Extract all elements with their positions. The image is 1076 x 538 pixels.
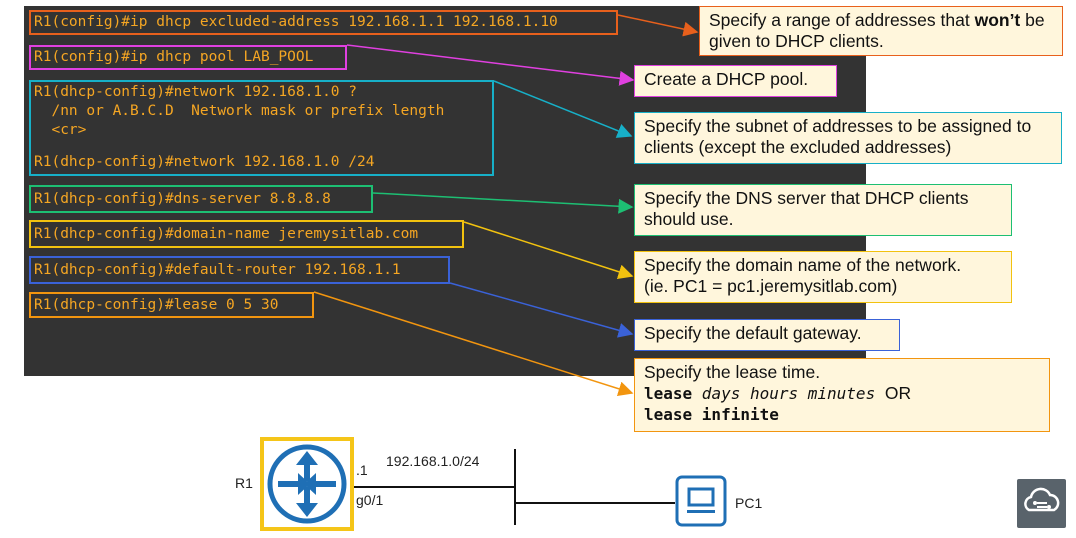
cmd-box-domain — [29, 220, 464, 248]
note-excluded: Specify a range of addresses that won’t … — [699, 6, 1063, 56]
note-lease: Specify the lease time. lease days hours… — [634, 358, 1050, 432]
note-excluded-text-end: be given to DHCP clients. — [709, 10, 1045, 51]
arrow-excluded — [617, 14, 699, 37]
cmd-excluded-address: R1(config)#ip dhcp excluded-address 192.… — [34, 14, 558, 30]
note-lease-args: days hours minutes — [692, 384, 876, 403]
cmd-network: R1(dhcp-config)#network 192.168.1.0 /24 — [34, 154, 375, 170]
arrow-dns — [372, 192, 634, 214]
note-lease-infinite: lease infinite — [644, 405, 779, 424]
cmd-dns-server: R1(dhcp-config)#dns-server 8.8.8.8 — [34, 191, 331, 207]
cmd-help-line-2: <cr> — [34, 122, 87, 138]
router-r1 — [260, 437, 354, 531]
cmd-box-lease — [29, 292, 314, 318]
pc-label: PC1 — [735, 495, 763, 511]
cmd-box-dns — [29, 185, 373, 213]
cmd-lease: R1(dhcp-config)#lease 0 5 30 — [34, 297, 279, 313]
cmd-box-excluded — [29, 10, 618, 35]
cmd-default-router: R1(dhcp-config)#default-router 192.168.1… — [34, 262, 401, 278]
note-router-text: Specify the default gateway. — [644, 323, 862, 343]
router-label: R1 — [235, 475, 253, 491]
arrow-pool — [346, 44, 635, 86]
note-excluded-bold: won’t — [974, 10, 1021, 30]
note-dns: Specify the DNS server that DHCP clients… — [634, 184, 1012, 236]
pc-icon — [675, 475, 727, 527]
note-router: Specify the default gateway. — [634, 319, 900, 351]
note-pool: Create a DHCP pool. — [634, 65, 837, 97]
note-excluded-text: Specify a range of addresses that — [709, 10, 975, 30]
note-network: Specify the subnet of addresses to be as… — [634, 112, 1062, 164]
subnet-label: 192.168.1.0/24 — [386, 453, 480, 469]
note-domain: Specify the domain name of the network. … — [634, 251, 1012, 303]
cmd-box-network — [29, 80, 494, 176]
note-lease-syntax: lease days hours minutes OR — [644, 383, 1040, 404]
note-lease-cmd: lease — [644, 384, 693, 403]
cmd-dhcp-pool: R1(config)#ip dhcp pool LAB_POOL — [34, 49, 314, 65]
cmd-box-router — [29, 256, 450, 284]
note-lease-line-1: Specify the lease time. — [644, 362, 821, 382]
arrow-router — [449, 282, 634, 338]
note-domain-line-2: (ie. PC1 = pc1.jeremysitlab.com) — [644, 276, 898, 296]
cmd-box-pool — [29, 45, 347, 70]
pc1-device — [675, 475, 727, 527]
note-pool-text: Create a DHCP pool. — [644, 69, 809, 89]
cmd-network-help: R1(dhcp-config)#network 192.168.1.0 ? — [34, 84, 358, 100]
note-network-text: Specify the subnet of addresses to be as… — [644, 116, 1032, 157]
arrow-network — [493, 80, 633, 138]
cmd-domain-name: R1(dhcp-config)#domain-name jeremysitlab… — [34, 226, 419, 242]
cloud-circuit-logo-icon — [1024, 487, 1060, 512]
note-domain-line-1: Specify the domain name of the network. — [644, 255, 962, 275]
cmd-help-line-1: /nn or A.B.C.D Network mask or prefix le… — [34, 103, 445, 119]
arrow-lease — [313, 291, 634, 397]
brand-logo — [1017, 479, 1066, 528]
router-ip-label: .1 — [356, 462, 368, 478]
arrow-domain — [463, 221, 634, 280]
router-icon — [267, 444, 347, 524]
note-lease-or: OR — [875, 383, 912, 403]
note-dns-text: Specify the DNS server that DHCP clients… — [644, 188, 969, 229]
router-interface-label: g0/1 — [356, 492, 384, 508]
